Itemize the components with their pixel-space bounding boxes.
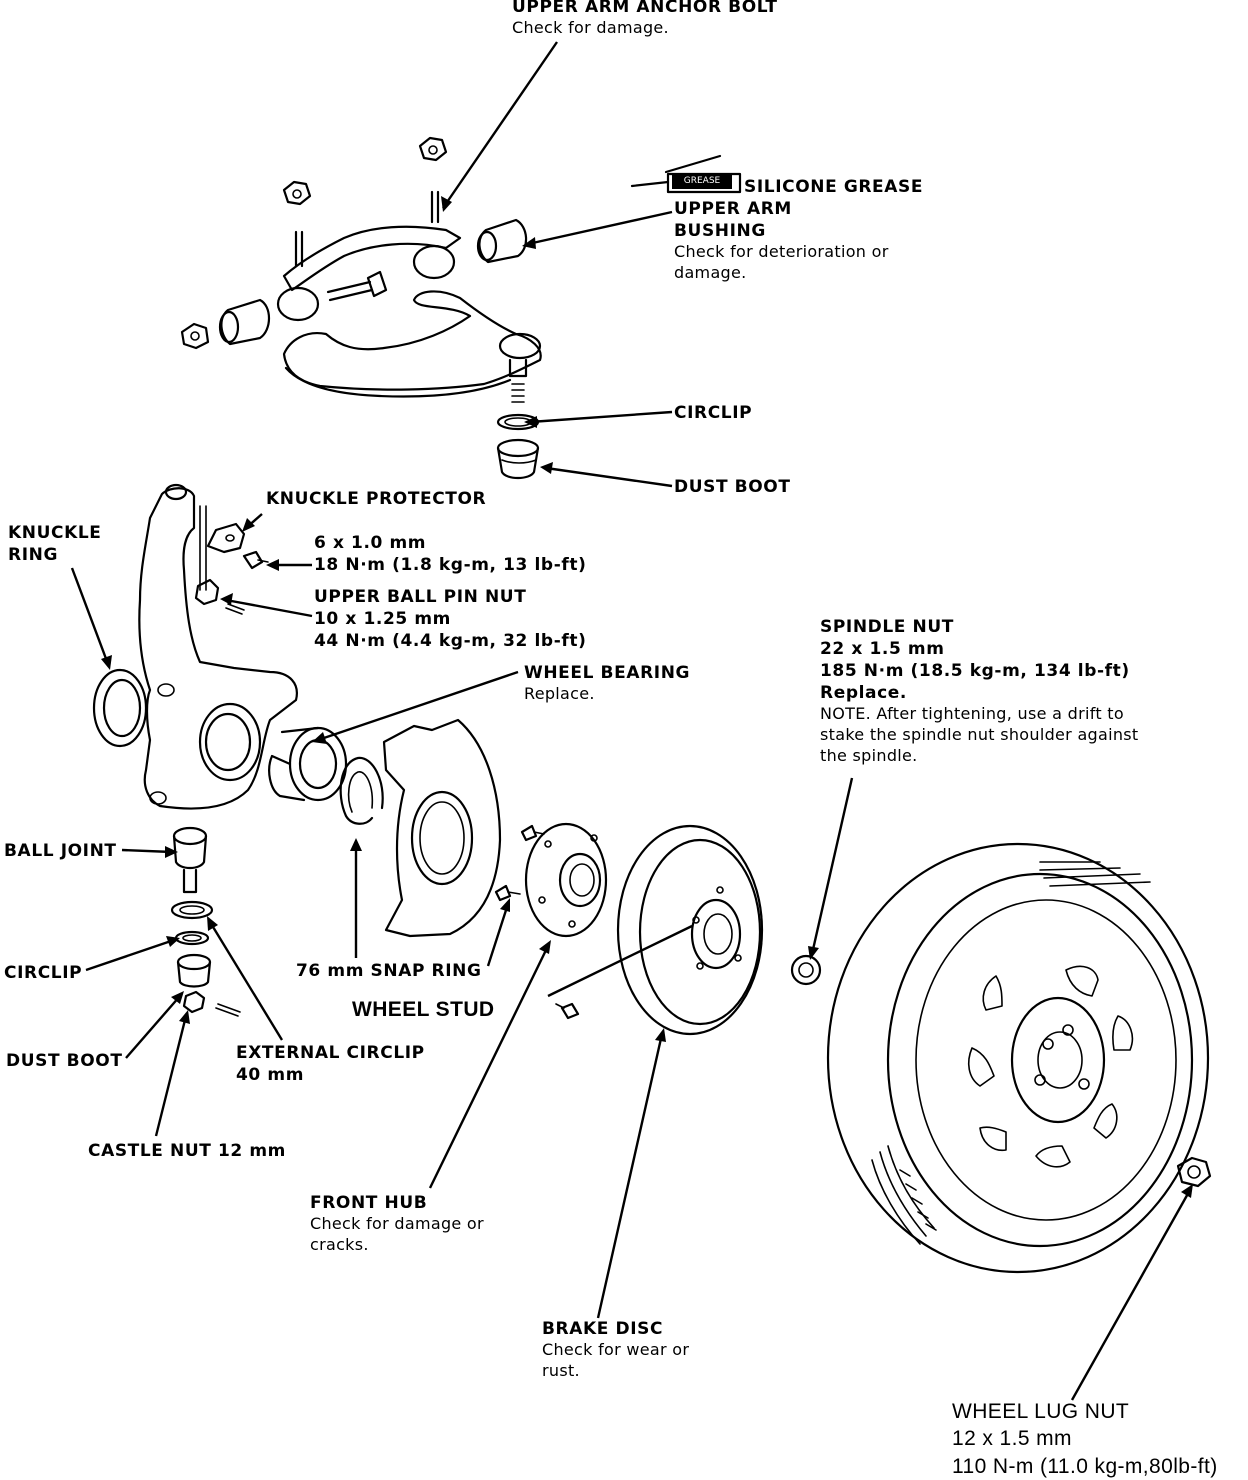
label-silicone-grease: SILICONE GREASE — [744, 176, 923, 198]
label-torque: 110 N-m (11.0 kg-m,80lb-ft) — [952, 1454, 1218, 1478]
label-note-line1: NOTE. After tightening, use a drift to — [820, 704, 1124, 724]
label-note-line2: rust. — [542, 1360, 580, 1380]
label-external-circlip: EXTERNAL CIRCLIP 40 mm — [236, 1042, 425, 1086]
label-title-line2: BUSHING — [674, 221, 766, 242]
label-title: SILICONE GREASE — [744, 177, 924, 197]
label-snap-ring: 76 mm SNAP RING — [296, 960, 482, 982]
label-title-line1: UPPER ARM — [674, 199, 792, 219]
label-ball-joint: BALL JOINT — [4, 840, 117, 862]
lower-ball-joint-parts — [170, 826, 241, 1017]
label-title: 76 mm SNAP RING — [296, 961, 482, 981]
label-castle-nut: CASTLE NUT 12 mm — [88, 1140, 286, 1162]
dust-shield — [382, 718, 502, 938]
label-title-line2: RING — [8, 545, 58, 566]
label-title: WHEEL LUG NUT — [952, 1400, 1130, 1423]
label-note-line3: the spindle. — [820, 745, 918, 765]
wheel-and-tire — [826, 842, 1210, 1274]
brake-disc — [616, 824, 764, 1036]
label-protector-bolt: 6 x 1.0 mm 18 N·m (1.8 kg-m, 13 lb-ft) — [314, 532, 586, 576]
label-title: WHEEL STUD — [352, 998, 495, 1021]
label-note-line1: Check for damage or — [310, 1214, 484, 1234]
label-size: 12 x 1.5 mm — [952, 1427, 1072, 1451]
label-title: CASTLE NUT 12 mm — [88, 1141, 286, 1161]
label-title: BRAKE DISC — [542, 1319, 664, 1339]
label-title: KNUCKLE PROTECTOR — [266, 489, 487, 509]
label-title: CIRCLIP — [4, 963, 83, 983]
label-replace: Replace. — [820, 683, 907, 704]
label-dust-boot-lower: DUST BOOT — [6, 1050, 123, 1072]
label-torque: 185 N·m (18.5 kg-m, 134 lb-ft) — [820, 661, 1130, 682]
label-title: FRONT HUB — [310, 1193, 428, 1213]
front-hub — [524, 822, 608, 938]
label-wheel-bearing: WHEEL BEARING Replace. — [524, 662, 690, 705]
label-note-line1: Check for deterioration or — [674, 242, 889, 262]
label-dust-boot-upper: DUST BOOT — [674, 476, 791, 498]
label-circlip-upper: CIRCLIP — [674, 402, 752, 424]
label-size: 6 x 1.0 mm — [314, 533, 427, 553]
knuckle-ring — [92, 668, 148, 748]
label-note-line2: stake the spindle nut shoulder against — [820, 725, 1139, 745]
upper-arm-assembly — [180, 136, 542, 403]
label-title-line1: KNUCKLE — [8, 523, 102, 543]
label-title: UPPER ARM ANCHOR BOLT — [512, 0, 778, 17]
label-knuckle-ring: KNUCKLE RING — [8, 522, 102, 566]
label-wheel-stud: WHEEL STUD — [352, 996, 494, 1023]
label-title: CIRCLIP — [674, 403, 753, 423]
label-size: 40 mm — [236, 1065, 305, 1086]
label-wheel-lug-nut: WHEEL LUG NUT 12 x 1.5 mm 110 N-m (11.0 … — [952, 1398, 1218, 1480]
spindle-nut — [790, 954, 822, 986]
label-title: UPPER BALL PIN NUT — [314, 587, 527, 607]
label-circlip-lower: CIRCLIP — [4, 962, 82, 984]
snap-ring — [339, 756, 384, 825]
label-spindle-nut: SPINDLE NUT 22 x 1.5 mm 185 N·m (18.5 kg… — [820, 616, 1139, 767]
steering-knuckle — [138, 483, 298, 810]
label-size: 10 x 1.25 mm — [314, 609, 451, 630]
label-torque: 44 N·m (4.4 kg-m, 32 lb-ft) — [314, 631, 587, 652]
label-upper-arm-bushing: UPPER ARM BUSHING Check for deterioratio… — [674, 198, 889, 284]
label-title: WHEEL BEARING — [524, 663, 691, 683]
label-size: 22 x 1.5 mm — [820, 639, 945, 660]
label-front-hub: FRONT HUB Check for damage or cracks. — [310, 1192, 484, 1256]
label-upper-ball-pin-nut: UPPER BALL PIN NUT 10 x 1.25 mm 44 N·m (… — [314, 586, 586, 652]
label-note: Replace. — [524, 684, 595, 704]
label-title: EXTERNAL CIRCLIP — [236, 1043, 425, 1063]
grease-tag: GREASE — [672, 174, 732, 189]
upper-ball-joint-parts — [496, 413, 540, 480]
label-brake-disc: BRAKE DISC Check for wear or rust. — [542, 1318, 689, 1382]
label-title: SPINDLE NUT — [820, 617, 954, 637]
label-note-line2: cracks. — [310, 1234, 369, 1254]
label-upper-arm-anchor-bolt: UPPER ARM ANCHOR BOLT Check for damage. — [512, 0, 778, 39]
wheel-studs — [494, 824, 580, 1020]
label-note: Check for damage. — [512, 18, 669, 38]
wheel-bearing — [268, 726, 348, 802]
label-torque: 18 N·m (1.8 kg-m, 13 lb-ft) — [314, 555, 587, 576]
label-title: BALL JOINT — [4, 841, 117, 861]
label-title: DUST BOOT — [674, 477, 791, 497]
label-note-line2: damage. — [674, 262, 747, 282]
label-title: DUST BOOT — [6, 1051, 123, 1071]
label-note-line1: Check for wear or — [542, 1340, 690, 1360]
label-knuckle-protector: KNUCKLE PROTECTOR — [266, 488, 486, 510]
wheel-lug-nut — [1176, 1156, 1212, 1188]
